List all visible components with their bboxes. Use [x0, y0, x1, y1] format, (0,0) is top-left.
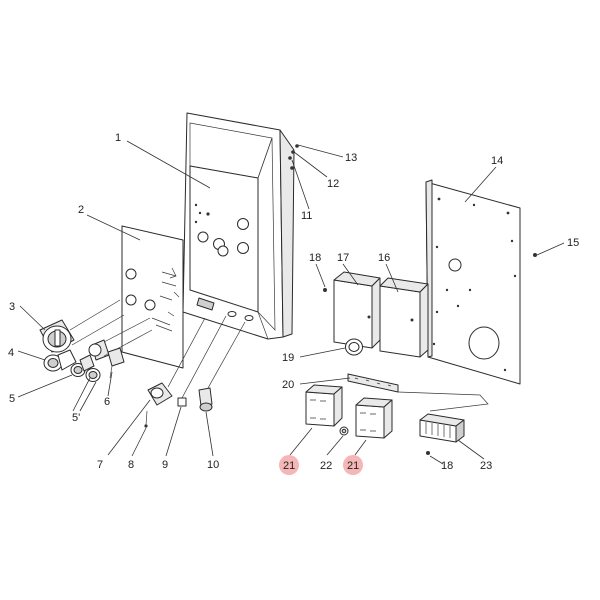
panel-screws — [291, 144, 299, 154]
callout-1: 1 — [115, 132, 121, 144]
screw-18-top — [323, 288, 327, 292]
callout-18-top: 18 — [309, 252, 321, 264]
screw-right — [533, 253, 537, 257]
terminal-block — [419, 413, 465, 443]
callout-12: 12 — [327, 178, 339, 190]
callout-labels: 1 2 3 4 5 5' 6 7 8 9 10 11 12 13 14 15 1… — [8, 132, 579, 475]
callout-14: 14 — [491, 155, 503, 167]
callout-20: 20 — [282, 379, 294, 391]
callout-3: 3 — [9, 301, 15, 313]
screw-18-bottom — [426, 451, 430, 455]
callout-16: 16 — [378, 252, 390, 264]
callout-8: 8 — [128, 459, 134, 471]
callout-21b: 21 — [347, 460, 359, 472]
callout-15: 15 — [567, 237, 579, 249]
contact-block — [107, 347, 125, 379]
callout-18-bottom: 18 — [441, 460, 453, 472]
label-plate — [121, 225, 184, 369]
callout-21a-highlight — [279, 455, 299, 475]
callout-5: 5 — [9, 393, 15, 405]
din-rail — [347, 373, 489, 412]
callout-10: 10 — [207, 459, 219, 471]
switch-body — [147, 317, 206, 406]
front-panel-housing — [182, 112, 295, 340]
grommet — [345, 338, 363, 356]
callout-17: 17 — [337, 252, 349, 264]
callout-21b-highlight — [343, 455, 363, 475]
callout-5-prime: 5' — [72, 412, 80, 424]
screw-small — [144, 410, 148, 428]
callout-13: 13 — [345, 152, 357, 164]
rotary-selector — [39, 299, 125, 353]
callout-4: 4 — [8, 347, 14, 359]
leader-lines — [17, 140, 565, 465]
push-button — [43, 349, 77, 372]
callout-6: 6 — [104, 396, 110, 408]
callout-2: 2 — [78, 204, 84, 216]
callout-7: 7 — [97, 459, 103, 471]
contactor-a — [305, 384, 343, 427]
mounting-plate — [425, 179, 521, 385]
callout-22: 22 — [320, 460, 332, 472]
fuse-holder — [198, 321, 246, 412]
callout-23: 23 — [480, 460, 492, 472]
callout-11: 11 — [301, 210, 312, 222]
washer — [339, 426, 349, 436]
contactor-b — [355, 397, 393, 439]
callout-21a: 21 — [283, 460, 295, 472]
spacer — [177, 315, 227, 407]
power-supply-large — [379, 277, 429, 358]
callout-9: 9 — [162, 459, 168, 471]
callout-19: 19 — [282, 352, 294, 364]
